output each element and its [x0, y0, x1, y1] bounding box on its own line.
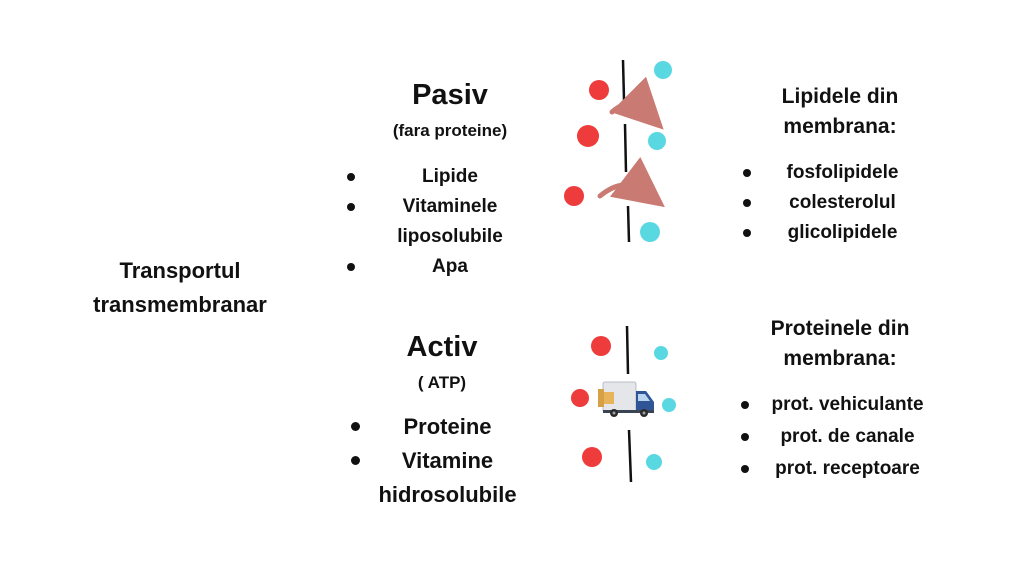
list-item: colesterolul [735, 188, 950, 218]
cyan-particle [646, 454, 662, 470]
red-particle [591, 336, 611, 356]
cyan-particle [654, 61, 672, 79]
bullet-icon [347, 173, 355, 181]
lipide-list: fosfolipidele colesterolul glicolipidele [735, 158, 950, 248]
bullet-icon [741, 465, 749, 473]
membrane-segment [626, 205, 631, 243]
bullet-icon [743, 169, 751, 177]
membrane-segment [627, 429, 633, 483]
bullet-icon [351, 422, 360, 431]
list-item: glicolipidele [735, 218, 950, 248]
bullet-icon [741, 433, 749, 441]
list-item: Proteine [345, 410, 550, 444]
cyan-particle [662, 398, 676, 412]
arrow-curved-icon [597, 156, 665, 208]
passive-membrane [621, 59, 631, 243]
list-item: Vitaminele liposolubile [340, 192, 560, 252]
list-item: prot. de canale [735, 421, 960, 453]
cyan-particle [640, 222, 660, 242]
red-particle [577, 125, 599, 147]
red-particle [571, 389, 589, 407]
bullet-icon [743, 229, 751, 237]
red-particle [582, 447, 602, 467]
bullet-icon [351, 456, 360, 465]
list-item: Vitamine hidrosolubile [345, 444, 550, 512]
activ-heading: Activ [406, 331, 478, 363]
list-item: Lipide [340, 162, 560, 192]
cyan-particle [654, 346, 668, 360]
pasiv-list: Lipide Vitaminele liposolubile Apa [340, 162, 560, 282]
proteine-heading: Proteinele din membrana: [770, 317, 910, 370]
list-item: prot. receptoare [735, 453, 960, 485]
pasiv-subheading: (fara proteine) [392, 121, 508, 140]
membrane-segment [623, 123, 628, 173]
membrane-segment [625, 325, 630, 375]
list-item: prot. vehiculante [735, 389, 960, 421]
proteine-list: prot. vehiculante prot. de canale prot. … [735, 389, 960, 485]
activ-subheading: ( ATP) [417, 373, 467, 392]
delivery-truck-icon [598, 381, 654, 417]
cyan-particle [648, 132, 666, 150]
bullet-icon [347, 263, 355, 271]
lipide-heading: Lipidele din membrana: [781, 85, 899, 138]
membrane-segment [621, 59, 626, 101]
red-particle [564, 186, 584, 206]
pasiv-heading: Pasiv [412, 79, 488, 111]
list-item: fosfolipidele [735, 158, 950, 188]
activ-list: Proteine Vitamine hidrosolubile [345, 410, 550, 512]
bullet-icon [347, 203, 355, 211]
active-membrane [625, 325, 633, 483]
red-particle [589, 80, 609, 100]
bullet-icon [743, 199, 751, 207]
arrow-curved-icon [609, 76, 664, 130]
diagram-title: Transportul transmembranar [93, 258, 267, 317]
list-item: Apa [340, 252, 560, 282]
bullet-icon [741, 401, 749, 409]
